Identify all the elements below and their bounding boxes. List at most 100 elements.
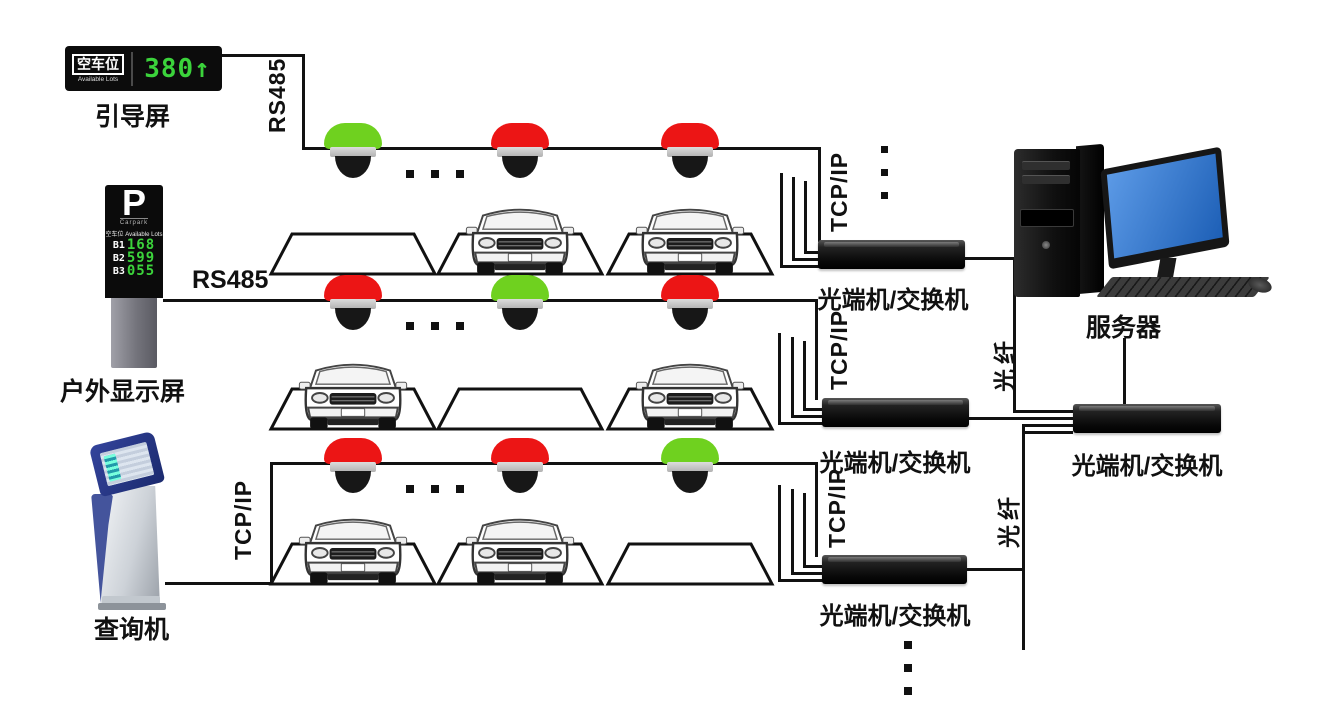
sensor-body	[497, 147, 543, 157]
ellipsis-dot	[904, 687, 912, 695]
cable-bundle-s1	[792, 177, 821, 261]
parking-sensor-vacant	[491, 275, 549, 330]
kiosk-step	[102, 596, 160, 605]
ellipsis-dot	[456, 485, 464, 493]
outdoor-display: P Carpark 空车位 Available Lots B1 168 B2 5…	[105, 185, 163, 368]
zone-name: B3	[112, 266, 125, 277]
ellipsis-dot	[904, 664, 912, 672]
kiosk-screen	[99, 441, 155, 487]
zone-row: B1 168	[112, 238, 155, 252]
switch-3-label: 光端机/交换机	[819, 603, 971, 630]
cable-guide-to-row1	[222, 54, 302, 57]
cable-into-s4	[1022, 431, 1073, 434]
server-keyboard	[1096, 277, 1270, 297]
cable-s1-out	[963, 257, 1016, 260]
zone-subtext: Available Lots	[77, 76, 119, 83]
sensor-body	[667, 147, 713, 157]
query-kiosk	[88, 430, 172, 610]
parking-sensor-vacant	[324, 123, 382, 178]
tcpip-label-kiosk: TCP/IP	[230, 479, 256, 560]
sensor-indicator	[661, 438, 719, 464]
ellipsis-dot	[406, 170, 414, 178]
switch-2	[822, 398, 969, 427]
optical-drive-bay	[1022, 161, 1070, 170]
cable-s3-out	[965, 568, 1022, 571]
rs485-label-top: RS485	[264, 57, 290, 133]
cable-into-s4	[1013, 410, 1073, 413]
switch-1	[818, 240, 965, 269]
fiber-label-2: 光纤	[996, 492, 1022, 548]
sensor-body	[497, 462, 543, 472]
parking-sensor-occupied	[324, 275, 382, 330]
sensor-body	[667, 299, 713, 309]
fiber-label-1: 光纤	[992, 336, 1018, 392]
cable-kiosk-out	[165, 582, 273, 585]
cable-bundle-s3	[778, 485, 825, 582]
cable-bundle-s1	[804, 181, 821, 254]
ellipsis-dot	[431, 485, 439, 493]
sensor-dome	[672, 308, 708, 330]
up-arrow-icon: ↑	[194, 53, 211, 84]
count-value: 380	[144, 53, 195, 84]
cable-row1-drop	[818, 147, 821, 242]
cable-guide-drop	[302, 54, 305, 150]
sensor-body	[667, 462, 713, 472]
switch-1-label: 光端机/交换机	[817, 287, 969, 314]
cable-fiber-1	[1013, 257, 1016, 413]
ellipsis-dot	[406, 322, 414, 330]
available-count: 380↑	[133, 54, 222, 84]
carpark-text: Carpark	[119, 218, 149, 226]
kiosk-menu-buttons	[103, 453, 122, 482]
sensor-dome	[502, 471, 538, 493]
cable-row1-bus	[302, 147, 818, 150]
sensor-dome	[335, 471, 371, 493]
outdoor-display-label: 户外显示屏	[60, 378, 186, 406]
panel-header: 空车位 Available Lots	[105, 232, 163, 238]
sensor-body	[330, 299, 376, 309]
ellipsis-dot	[431, 170, 439, 178]
cable-fiber-2	[1022, 424, 1025, 650]
car	[291, 353, 415, 431]
guidance-screen-zone: 空车位 Available Lots	[65, 54, 131, 83]
query-kiosk-label: 查询机	[94, 616, 170, 644]
cable-kiosk-up	[270, 462, 273, 585]
zone-name: B1	[112, 240, 125, 251]
switch-4-label: 光端机/交换机	[1071, 453, 1223, 480]
parking-sensor-occupied	[324, 438, 382, 493]
cable-s2-out	[968, 417, 1073, 420]
optical-drive-bay	[1022, 175, 1070, 184]
sensor-indicator	[491, 123, 549, 149]
sensor-indicator	[324, 275, 382, 301]
divider	[131, 51, 133, 86]
ellipsis-dot	[406, 485, 414, 493]
ellipsis-dot	[904, 641, 912, 649]
sensor-dome	[335, 308, 371, 330]
sensor-indicator	[491, 438, 549, 464]
car	[291, 508, 415, 586]
cable-row2-drop	[815, 299, 818, 400]
cable-bundle-s3	[803, 493, 825, 568]
car	[458, 198, 582, 276]
parking-sensor-occupied	[661, 275, 719, 330]
parking-sensor-occupied	[491, 123, 549, 178]
ellipsis-dot	[881, 169, 888, 176]
sensor-body	[330, 147, 376, 157]
sensor-dome	[335, 156, 371, 178]
rs485-label-mid: RS485	[192, 266, 269, 294]
sensor-body	[497, 299, 543, 309]
monitor-bezel	[1100, 146, 1230, 270]
tcpip-label-3: TCP/IP	[824, 467, 850, 548]
parking-spot	[435, 386, 605, 432]
kiosk-base	[98, 603, 166, 610]
monitor-screen	[1106, 153, 1223, 259]
server-tower	[1014, 143, 1106, 297]
car	[458, 508, 582, 586]
cable-bundle-s3	[791, 489, 825, 575]
tcpip-label-2: TCP/IP	[826, 309, 852, 390]
guidance-screen: 空车位 Available Lots 380↑	[65, 46, 222, 91]
ellipsis-dot	[456, 322, 464, 330]
cable-row3-drop	[815, 462, 818, 557]
switch-2-label: 光端机/交换机	[819, 450, 971, 477]
sensor-dome	[502, 308, 538, 330]
display-pole	[111, 298, 157, 368]
